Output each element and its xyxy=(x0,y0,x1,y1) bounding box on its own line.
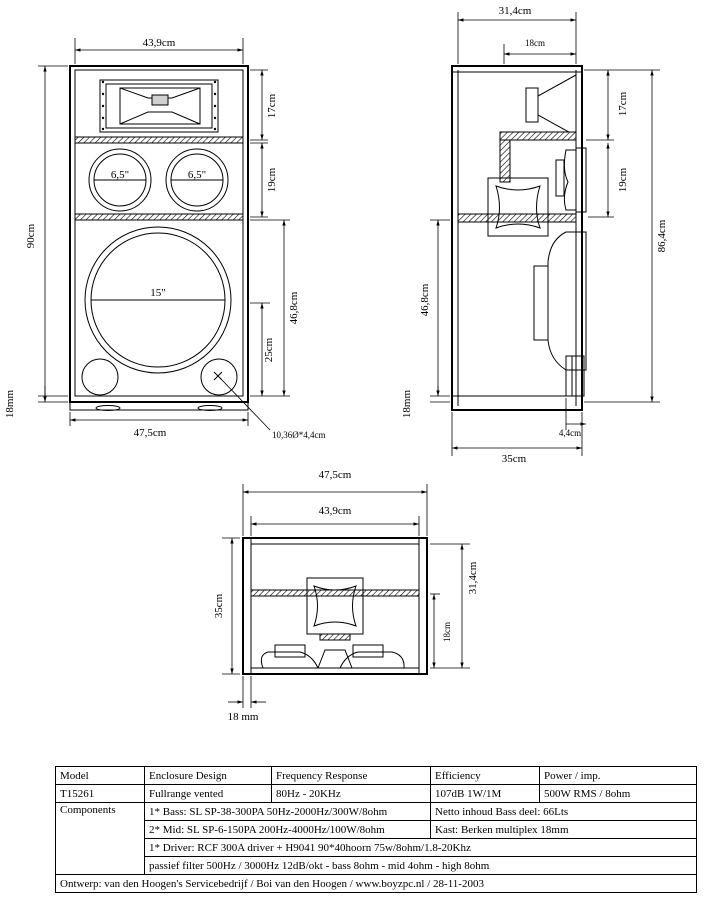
front-base xyxy=(69,401,249,411)
front-shelf-mid xyxy=(74,213,244,221)
side-port-offset: 4,4cm xyxy=(559,428,581,438)
bass-driver xyxy=(84,226,232,374)
front-port-height: 25cm xyxy=(263,337,275,362)
top-view: 47,5cm 43,9cm 35cm 31,4cm 18cm 18 mm xyxy=(213,469,479,723)
side-shelf-mid xyxy=(457,213,577,223)
front-shelf-top xyxy=(74,136,244,144)
front-panel-thickness: 18mm xyxy=(4,390,16,419)
spec-filter-row: passief filter 500Hz / 3000Hz 12dB/okt -… xyxy=(56,856,697,875)
spec-model: T15261 xyxy=(55,784,145,803)
spec-credit: Ontwerp: van den Hoogen's Servicebedrijf… xyxy=(55,874,697,893)
port-note: 10,36Ø*4,4cm xyxy=(272,430,326,440)
spec-mid-row: 2* Mid: SL SP-6-150PA 200Hz-4000Hz/100W/… xyxy=(56,820,697,839)
spec-h-components: Components xyxy=(55,802,145,875)
spec-eff: 107dB 1W/1M xyxy=(430,784,540,803)
spec-driver-row: 1* Driver: RCF 300A driver + H9041 90*40… xyxy=(56,838,697,857)
top-panel-thickness: 18 mm xyxy=(228,711,259,723)
spec-h-freq: Frequency Response xyxy=(271,766,431,785)
spec-design: Fullrange vented xyxy=(144,784,272,803)
front-inner-edge xyxy=(74,69,244,397)
front-width-inner: 43,9cm xyxy=(143,37,176,49)
front-outer-panel xyxy=(69,65,249,403)
spec-volume: Netto inhoud Bass deel: 66Lts xyxy=(430,802,697,821)
front-bass-section: 46,8cm xyxy=(288,291,300,324)
top-depth-outer: 35cm xyxy=(213,593,225,618)
side-depth-inner: 31,4cm xyxy=(499,5,532,17)
top-driver-right xyxy=(352,644,384,658)
side-bass-section: 46,8cm xyxy=(419,283,431,316)
side-height: 86,4cm xyxy=(656,219,668,252)
top-width-inner: 43,9cm xyxy=(319,505,352,517)
mid-right-label: 6,5" xyxy=(188,169,206,181)
horn-throat xyxy=(151,94,169,106)
mid-driver-left xyxy=(88,148,152,212)
spec-credit-row: Ontwerp: van den Hoogen's Servicebedrijf… xyxy=(55,874,697,893)
side-shelf-top xyxy=(499,131,577,141)
front-view: 6,5" 6,5" 15" 10,36Ø*4,4cm 43,9cm 47,5cm… xyxy=(4,37,326,440)
top-driver-depth: 18cm xyxy=(442,622,452,642)
horn-driver-side xyxy=(525,87,539,123)
port-right xyxy=(200,358,238,396)
horn-mouth xyxy=(119,87,201,125)
spec-driver: 1* Driver: RCF 300A driver + H9041 90*40… xyxy=(144,838,697,857)
side-horn-section: 17cm xyxy=(617,91,629,116)
spec-freq: 80Hz - 20KHz xyxy=(271,784,431,803)
front-width-outer: 47,5cm xyxy=(134,427,167,439)
horn-screws xyxy=(101,80,217,131)
spec-cabinet: Kast: Berken multiplex 18mm xyxy=(430,820,697,839)
top-width-outer: 47,5cm xyxy=(319,469,352,481)
spec-bass: 1* Bass: SL SP-38-300PA 50Hz-2000Hz/300W… xyxy=(144,802,431,821)
crossover-box xyxy=(487,177,549,237)
horn-profile xyxy=(537,74,577,137)
side-panel-thickness: 18mm xyxy=(401,390,413,419)
side-outer-panel xyxy=(451,65,583,411)
top-depth-inner: 31,4cm xyxy=(467,561,479,594)
port-left xyxy=(81,358,119,396)
mid-left-label: 6,5" xyxy=(111,169,129,181)
mid-driver-right xyxy=(165,148,229,212)
side-driver-depth: 18cm xyxy=(525,38,545,48)
spec-table: Model Enclosure Design Frequency Respons… xyxy=(55,766,697,893)
spec-h-eff: Efficiency xyxy=(430,766,540,785)
spec-h-power: Power / imp. xyxy=(539,766,697,785)
spec-header-row: Model Enclosure Design Frequency Respons… xyxy=(55,766,697,785)
spec-values-row: T15261 Fullrange vented 80Hz - 20KHz 107… xyxy=(55,784,697,803)
port-leader xyxy=(221,379,271,431)
top-driver-left xyxy=(274,644,306,658)
spec-mid: 2* Mid: SL SP-6-150PA 200Hz-4000Hz/100W/… xyxy=(144,820,431,839)
side-port-tube xyxy=(565,355,585,397)
speaker-cabinet-drawing: 6,5" 6,5" 15" 10,36Ø*4,4cm 43,9cm 47,5cm… xyxy=(4,5,668,723)
horn-outer xyxy=(99,79,219,133)
mid-driver-profile xyxy=(563,149,576,211)
front-horn-section: 17cm xyxy=(266,93,278,118)
spec-h-model: Model xyxy=(55,766,145,785)
top-shelf xyxy=(250,589,420,597)
mid-chamber-wall xyxy=(499,139,511,183)
bass-magnet xyxy=(533,265,549,341)
side-view: 31,4cm 18cm 86,4cm 17cm 19cm 46,8cm 18mm… xyxy=(401,5,668,465)
spec-filter: passief filter 500Hz / 3000Hz 12dB/okt -… xyxy=(144,856,697,875)
front-mid-section: 19cm xyxy=(266,167,278,192)
side-depth-outer: 35cm xyxy=(502,453,527,465)
spec-power: 500W RMS / 8ohm xyxy=(539,784,697,803)
spec-h-design: Enclosure Design xyxy=(144,766,272,785)
spec-components-row: Components 1* Bass: SL SP-38-300PA 50Hz-… xyxy=(55,802,697,875)
side-mid-section: 19cm xyxy=(617,167,629,192)
bass-label: 15" xyxy=(150,287,166,299)
bass-driver-profile xyxy=(547,231,586,371)
top-outer-panel xyxy=(242,537,428,675)
front-height: 90cm xyxy=(25,223,37,248)
